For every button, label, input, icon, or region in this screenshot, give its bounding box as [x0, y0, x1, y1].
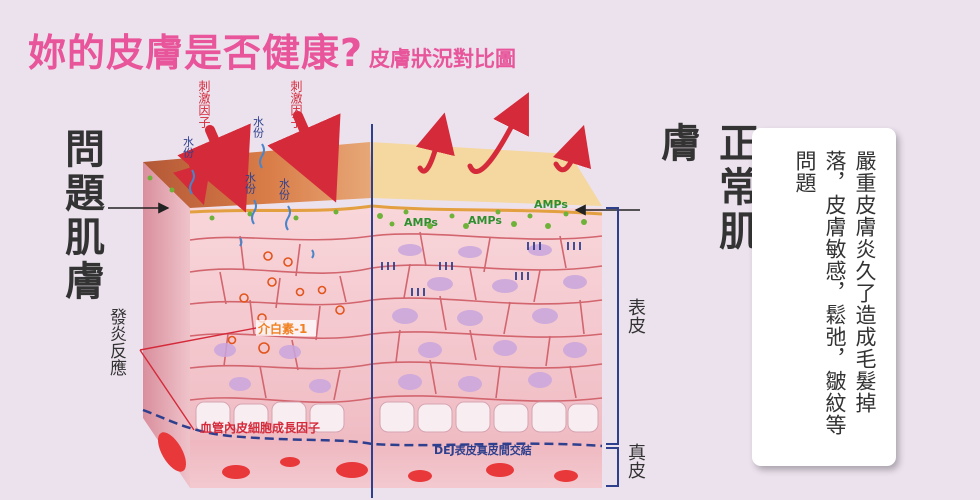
receptors: [381, 242, 581, 296]
interleukin-label: 介白素-1: [257, 321, 307, 336]
dermis-layer: [190, 440, 602, 488]
page-title: 妳的皮膚是否健康?皮膚狀況對比圖: [28, 22, 516, 77]
skin-top-surface-healthy: [370, 142, 602, 206]
stimulus-label-2: 刺激因子: [289, 80, 303, 128]
note-text: 嚴重皮膚炎久了造成毛髮掉落，皮膚敏感，鬆弛，皺紋等問題: [793, 150, 877, 436]
note-card: 嚴重皮膚炎久了造成毛髮掉落，皮膚敏感，鬆弛，皺紋等問題: [752, 128, 896, 466]
dermis-bracket: [606, 447, 619, 487]
healthy-release-arrows: [415, 92, 592, 174]
inflammation-cells: [227, 251, 345, 354]
amps-label-3: AMPs: [534, 198, 568, 211]
problem-skin-label: 問題肌膚: [58, 128, 104, 304]
inflammation-pointers: [139, 327, 257, 431]
vegf-label: 血管內皮細胞成長因子: [200, 420, 320, 435]
water-droplets: [189, 143, 315, 259]
basal-cells: [195, 401, 599, 433]
water-label-1: 水份: [182, 136, 195, 159]
amps-label-1: AMPs: [404, 216, 438, 229]
amp-dots: [147, 175, 587, 229]
dermis-label: 真皮: [625, 443, 646, 479]
inflammation-label: 發炎反應: [106, 308, 126, 376]
normal-skin-label: 正常肌膚: [654, 122, 758, 254]
water-label-3: 水份: [244, 172, 257, 195]
stimulus-arrows: [177, 111, 341, 213]
water-label-4: 水份: [278, 178, 291, 201]
epidermis-label: 表皮: [625, 298, 646, 334]
dej-label: DEJ表皮真皮間交結: [434, 443, 532, 457]
stimulus-label-1: 刺激因子: [197, 80, 211, 128]
dej-line: [142, 408, 603, 448]
epidermis-bracket: [606, 207, 619, 445]
title-subtitle: 皮膚狀況對比圖: [369, 47, 517, 71]
title-main: 妳的皮膚是否健康?: [28, 31, 364, 75]
interleukin-box: [256, 320, 316, 336]
cell-nuclei: [214, 244, 587, 393]
water-label-2: 水份: [252, 116, 265, 139]
blood-cells: [158, 432, 578, 482]
amps-label-2: AMPs: [468, 214, 502, 227]
